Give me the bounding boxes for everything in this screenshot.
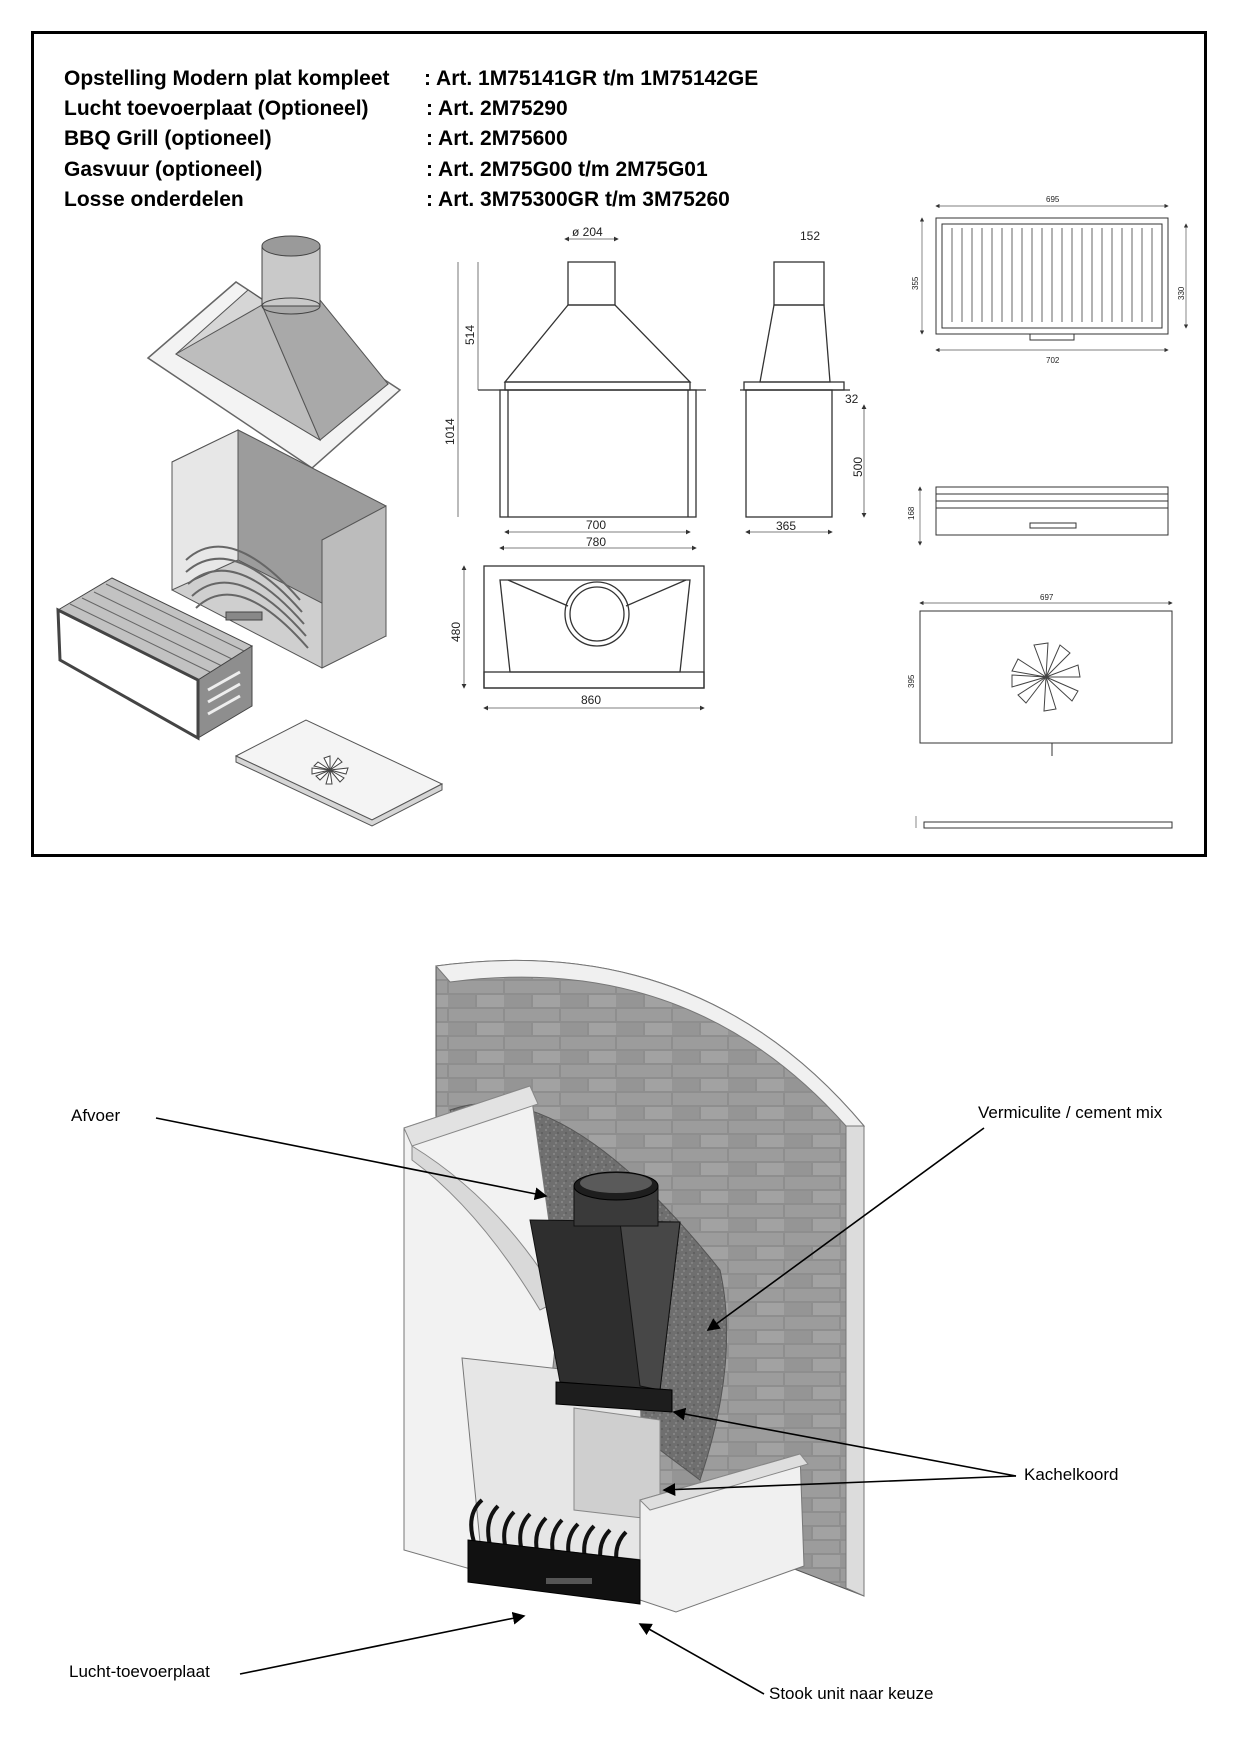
technical-drawing-frame (31, 31, 1207, 857)
firebox-isometric (171, 429, 387, 669)
installation-illustration (403, 959, 866, 1613)
dim-hood-height: 514 (463, 325, 477, 345)
dim-grate-depth-left: 355 (911, 276, 920, 290)
dim-grate-width-top: 695 (1046, 195, 1060, 204)
dim-plate-depth: 395 (907, 674, 916, 688)
front-view-drawing (457, 236, 706, 551)
label-stook-unit: Stook unit naar keuze (769, 1684, 934, 1703)
dim-chimney-depth: 152 (800, 229, 820, 243)
air-plate-isometric (234, 719, 444, 827)
callout-arrows (155, 1117, 1017, 1695)
dim-grate-depth-right: 330 (1177, 286, 1186, 300)
spec-value: : Art. 3M75300GR t/m 3M75260 (426, 188, 730, 211)
dim-chimney-diameter: ø 204 (572, 225, 603, 239)
dim-base-width: 860 (581, 693, 601, 707)
dim-outer-width: 780 (586, 535, 606, 549)
spec-value: : Art. 1M75141GR t/m 1M75142GE (424, 67, 759, 90)
hood-isometric (146, 235, 402, 469)
dim-grate-height: 168 (907, 506, 916, 520)
dim-ledge: 32 (845, 392, 859, 406)
side-view-drawing (740, 261, 867, 535)
dim-grate-width-bottom: 702 (1046, 356, 1060, 365)
dim-total-height: 1014 (443, 418, 457, 445)
label-kachelkoord: Kachelkoord (1024, 1465, 1119, 1484)
spec-label: Opstelling Modern plat kompleet (64, 67, 390, 90)
spec-value: : Art. 2M75600 (426, 127, 568, 150)
grate-side-view (917, 486, 1169, 546)
dim-firebox-height: 500 (851, 457, 865, 477)
dim-inner-width: 700 (586, 518, 606, 532)
grate-top-view (919, 203, 1189, 353)
label-lucht-toevoerplaat: Lucht-toevoerplaat (69, 1662, 210, 1681)
air-plate-top-view (919, 600, 1173, 756)
label-vermiculite: Vermiculite / cement mix (978, 1103, 1163, 1122)
label-afvoer: Afvoer (71, 1106, 121, 1125)
bbq-grill-isometric (56, 577, 254, 741)
spec-label: Lucht toevoerplaat (Optioneel) (64, 97, 369, 120)
top-view-drawing (461, 565, 705, 711)
dim-base-depth: 480 (449, 622, 463, 642)
dim-plate-width: 697 (1040, 593, 1054, 602)
spec-label: Gasvuur (optioneel) (64, 158, 263, 181)
spec-label: BBQ Grill (optioneel) (64, 127, 272, 150)
spec-value: : Art. 2M75290 (426, 97, 568, 120)
spec-label: Losse onderdelen (64, 188, 244, 211)
spec-value: : Art. 2M75G00 t/m 2M75G01 (426, 158, 708, 181)
air-plate-side-view (915, 816, 1173, 829)
dim-depth: 365 (776, 519, 796, 533)
